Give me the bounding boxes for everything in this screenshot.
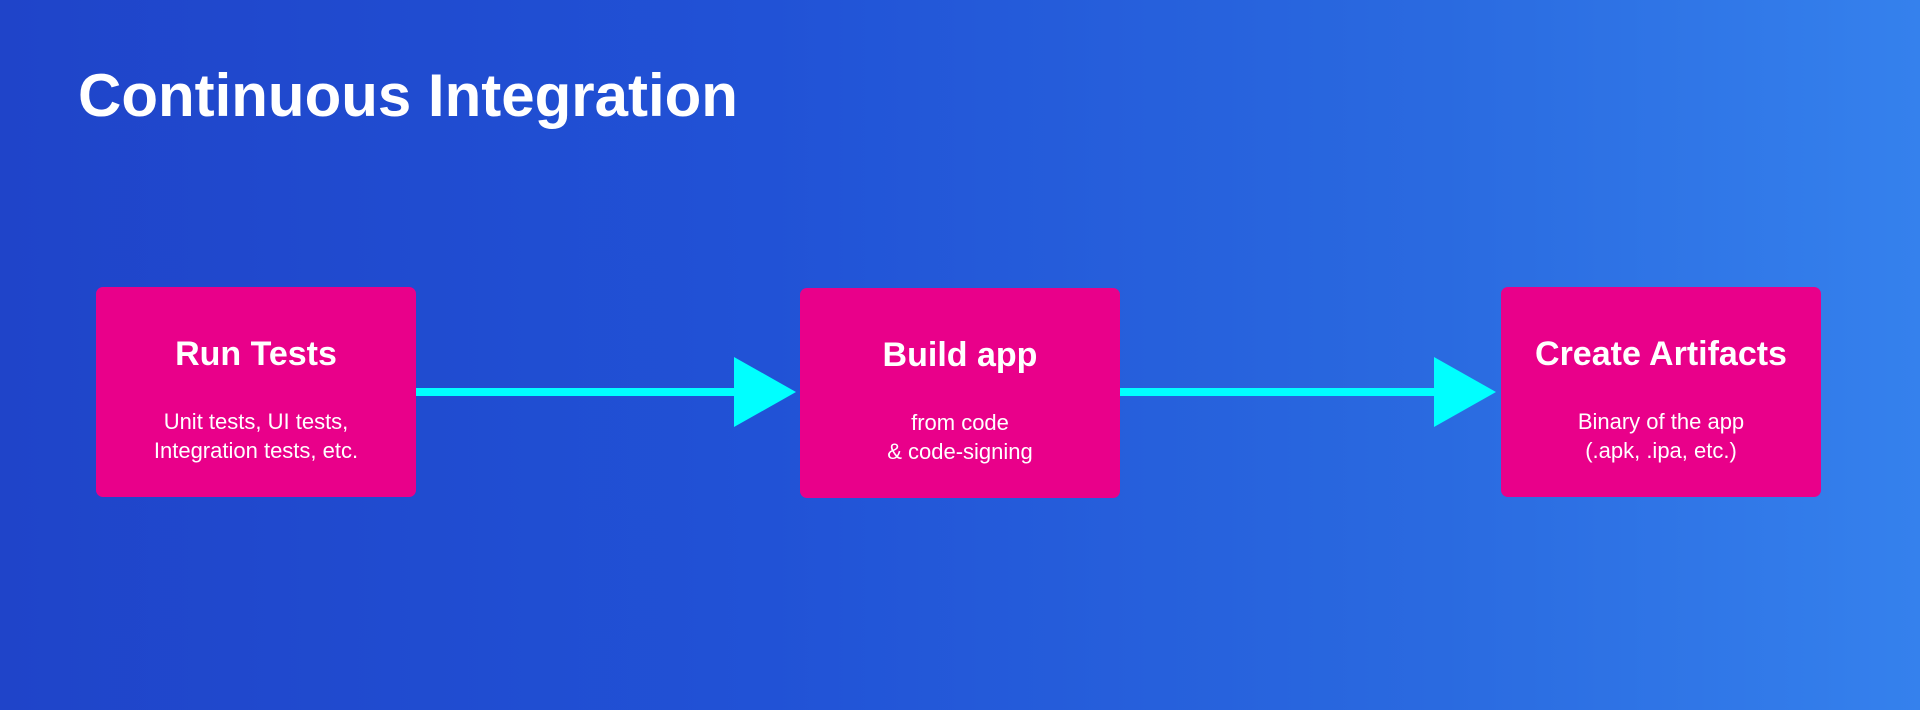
- step-title: Run Tests: [175, 335, 337, 373]
- diagram-title: Continuous Integration: [78, 62, 738, 129]
- step-description-line: from code: [911, 410, 1009, 435]
- step-description-line: & code-signing: [887, 439, 1033, 464]
- step-create-artifacts: Create Artifacts Binary of the app (.apk…: [1501, 287, 1821, 497]
- arrow-right-icon: [416, 357, 796, 427]
- arrow-right-icon: [1120, 357, 1496, 427]
- step-description-line: Integration tests, etc.: [153, 438, 359, 463]
- step-description: Unit tests, UI tests, Integration tests,…: [96, 407, 416, 465]
- step-description-line: (.apk, .ipa, etc.): [1585, 438, 1737, 463]
- step-description-line: Unit tests, UI tests,: [163, 409, 349, 434]
- step-build-app: Build app from code & code-signing: [800, 288, 1120, 498]
- step-title: Create Artifacts: [1535, 335, 1787, 373]
- step-description-line: Binary of the app: [1577, 409, 1745, 434]
- step-run-tests: Run Tests Unit tests, UI tests, Integrat…: [96, 287, 416, 497]
- step-title: Build app: [882, 336, 1038, 374]
- step-description: Binary of the app (.apk, .ipa, etc.): [1501, 407, 1821, 465]
- step-description: from code & code-signing: [800, 408, 1120, 466]
